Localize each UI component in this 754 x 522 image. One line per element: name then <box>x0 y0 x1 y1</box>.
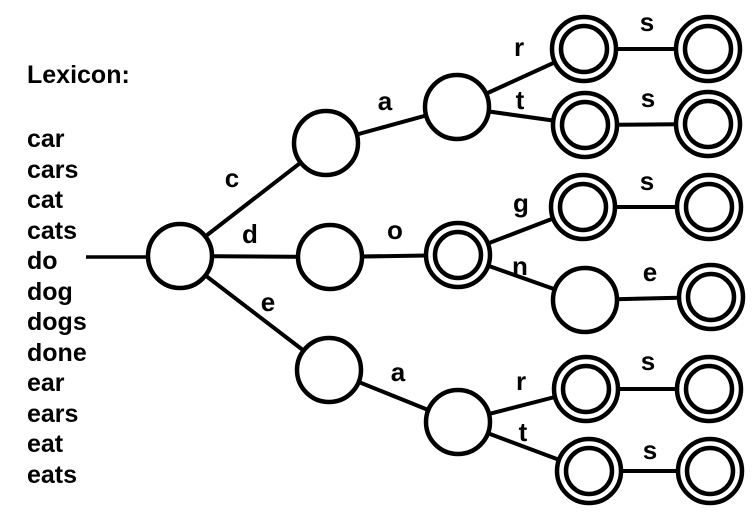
lexicon-word: do <box>27 247 58 275</box>
edge-label-do-don: n <box>512 251 528 281</box>
state-car-accept-ring <box>558 23 610 75</box>
edge-label-ea-eat: t <box>519 417 528 447</box>
edge-label-root-c1: c <box>225 163 239 193</box>
lexicon-word: dogs <box>27 308 87 336</box>
lexicon-word: eat <box>27 430 64 458</box>
state-dogs-accept-ring <box>683 181 735 233</box>
lexicon-word: done <box>27 338 87 367</box>
lexicon-word: cars <box>27 155 79 184</box>
edge-label-ca-cat: t <box>516 85 525 115</box>
edge-label-root-d1: d <box>242 219 258 249</box>
state-cars-accept-ring <box>682 23 734 75</box>
edge-label-don-done: e <box>643 257 657 287</box>
edge-label-ca-car: r <box>514 32 524 62</box>
state-eat-accept-ring <box>563 445 615 497</box>
edge-label-car-cars: s <box>640 7 654 37</box>
state-c1 <box>291 108 361 178</box>
state-ca <box>422 72 492 142</box>
edge-label-cat-cats: s <box>641 83 655 113</box>
state-d1 <box>295 222 365 292</box>
state-root <box>145 221 215 291</box>
lexicon-word: car <box>27 125 65 153</box>
state-ears-accept-ring <box>683 363 735 415</box>
edge-label-do-dog: g <box>513 188 529 218</box>
lexicon-word: ears <box>27 399 79 428</box>
edge-label-eat-eats: s <box>643 435 657 465</box>
state-don <box>550 265 620 335</box>
state-do-accept-ring <box>432 229 484 281</box>
lexicon-word: dog <box>27 277 73 306</box>
edge-label-dog-dogs: s <box>640 166 654 196</box>
edge-label-d1-do: o <box>387 215 403 245</box>
edge-label-c1-ca: a <box>378 86 393 116</box>
edge-label-e1-ea: a <box>391 357 406 387</box>
state-done-accept-ring <box>685 271 737 323</box>
edge-label-root-e1: e <box>261 287 275 317</box>
state-ea <box>423 387 493 457</box>
lexicon-title: Lexicon: <box>27 61 130 89</box>
state-cat-accept-ring <box>559 99 611 151</box>
lexicon-word: cat <box>27 186 64 214</box>
state-e1 <box>294 335 364 405</box>
state-eats-accept-ring <box>684 445 736 497</box>
state-dog-accept-ring <box>557 181 609 233</box>
edge-label-ea-ear: r <box>516 366 526 396</box>
state-cats-accept-ring <box>682 98 734 150</box>
edge-label-ear-ears: s <box>641 346 655 376</box>
state-ear-accept-ring <box>560 363 612 415</box>
lexicon-word: ear <box>27 369 65 397</box>
lexicon-word: cats <box>27 216 78 245</box>
lexicon-word: eats <box>27 460 78 489</box>
